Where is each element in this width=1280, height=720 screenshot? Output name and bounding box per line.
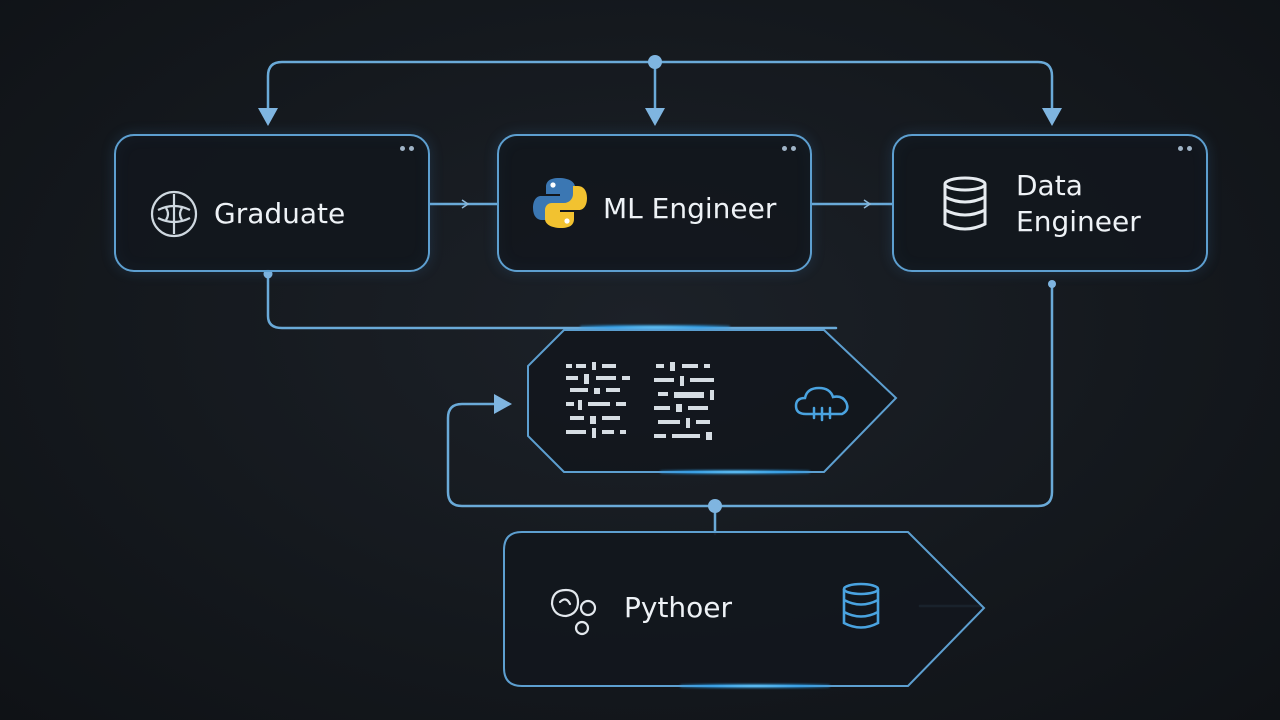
top-bus-line — [266, 60, 1054, 114]
node-data-engineer[interactable]: Data Engineer — [892, 134, 1208, 272]
arrow-graduate — [258, 108, 278, 126]
glow-middle-bottom — [660, 470, 810, 474]
brain-icon — [550, 588, 597, 636]
cloud-icon — [794, 386, 849, 422]
node-label: Graduate — [214, 197, 346, 230]
node-label-line2: Engineer — [1016, 205, 1141, 238]
code-snippet-icon — [566, 362, 714, 440]
arrow-loop — [494, 394, 512, 414]
link-graduate-middle — [266, 270, 838, 330]
node-label-line1: Data — [1016, 169, 1083, 202]
glow-pythoer-bottom — [680, 684, 830, 688]
node-ml-engineer[interactable]: ML Engineer — [497, 134, 812, 272]
database-icon — [842, 582, 880, 629]
window-dots — [400, 146, 414, 151]
python-logo-icon — [533, 178, 587, 228]
node-pythoer[interactable] — [500, 528, 990, 692]
node-graduate[interactable]: Graduate — [114, 134, 430, 272]
node-label: ML Engineer — [603, 192, 777, 225]
window-dots — [782, 146, 796, 151]
arrow-data — [1042, 108, 1062, 126]
brain-icon — [150, 190, 198, 238]
database-icon — [943, 176, 987, 231]
link-loop — [446, 282, 1054, 508]
arrow-ml — [645, 108, 665, 126]
node-pythoer-label: Pythoer — [624, 591, 733, 624]
window-dots — [1178, 146, 1192, 151]
glow-middle-top — [580, 325, 730, 329]
